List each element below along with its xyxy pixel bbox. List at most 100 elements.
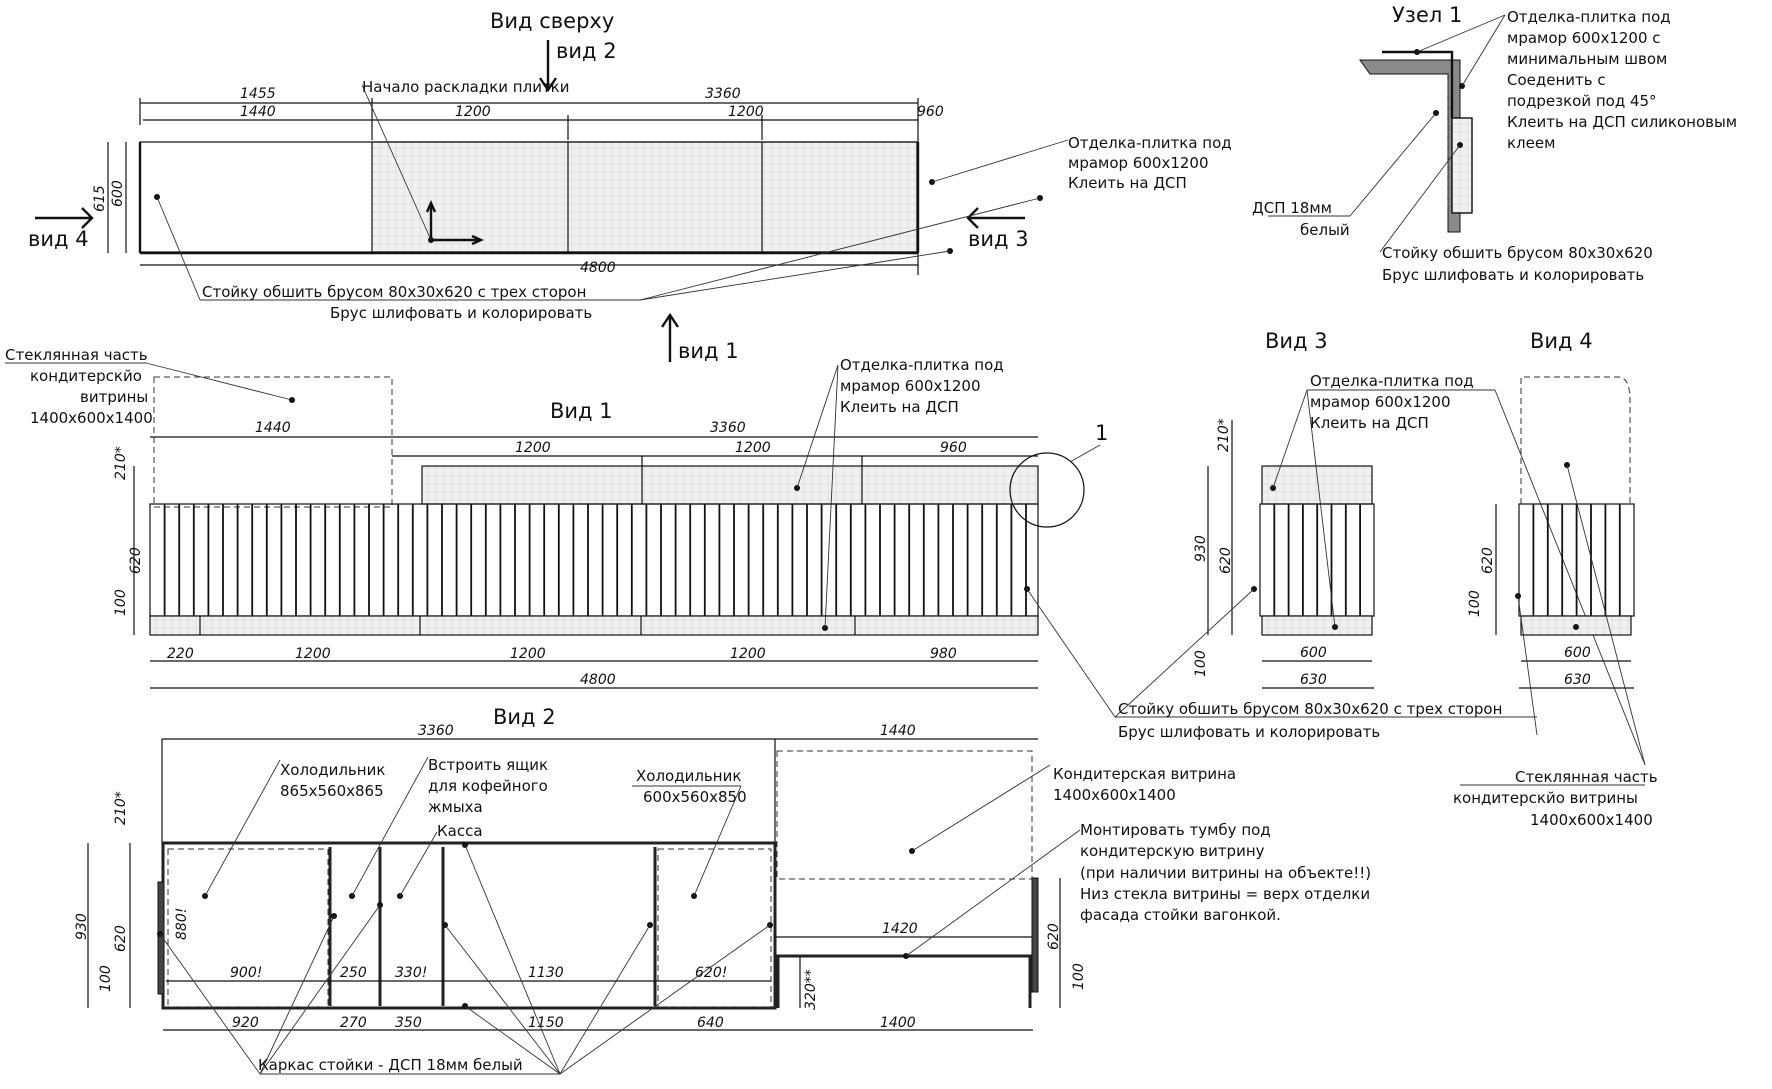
node-dsp-note-2: белый: [1300, 221, 1350, 239]
v2-dim-930: 930: [74, 913, 90, 940]
batten-note-shared: Стойку обшить брусом 80х30х620 с трех ст…: [1115, 700, 1658, 829]
v2-dim-100: 100: [98, 965, 114, 992]
v1-tile-note-1: Отделка-плитка под: [840, 356, 1004, 374]
batten-note-line1: Стойку обшить брусом 80х30х620 с трех ст…: [202, 283, 586, 301]
v4-dim-620: 620: [1480, 547, 1496, 574]
v2-dim-880: 880!: [174, 908, 190, 940]
glass-left-note-4: 1400х600х1400: [30, 409, 153, 427]
view1-arrowhead-icon: [661, 312, 679, 328]
view2-arrow-label: вид 2: [556, 39, 617, 63]
v3-dim-630: 630: [1300, 672, 1327, 688]
v2-dim-1420: 1420: [882, 921, 918, 937]
mount-note-2: кондитерскую витрину: [1080, 842, 1265, 860]
v2-dim-210: 210*: [113, 791, 129, 825]
view-2: Вид 2 3360 1440 900! 250 330! 1130 620! …: [74, 705, 1371, 1075]
view-1: Вид 1 Стеклянная часть кондитерскйо витр…: [5, 346, 1116, 718]
box-note-3: жмыха: [428, 798, 483, 816]
v2-right-100: 100: [1071, 963, 1087, 990]
v2-outer-640: 640: [697, 1015, 724, 1031]
dim-1455: 1455: [240, 86, 276, 102]
dim-1200: 1200: [455, 104, 491, 120]
node-dsp-note-1: ДСП 18мм: [1252, 199, 1332, 217]
tile-start-note: Начало раскладки плитки: [362, 78, 570, 96]
view-4-title: Вид 4: [1530, 329, 1593, 353]
shared-batten-note-2: Брус шлифовать и колорировать: [1118, 723, 1380, 741]
node-1-callout-label: 1: [1095, 421, 1108, 445]
node-tile-note-1: Отделка-плитка под: [1507, 8, 1671, 26]
v3-dim-620: 620: [1218, 547, 1234, 574]
v2-dim-1400: 1400: [880, 1015, 916, 1031]
v2-outer-270: 270: [340, 1015, 367, 1031]
frame-note: Каркас стойки - ДСП 18мм белый: [258, 1056, 523, 1074]
box-note-1: Встроить ящик: [428, 756, 548, 774]
v2-dim-620: 620: [113, 925, 129, 952]
v3-dim-100: 100: [1193, 650, 1209, 677]
v2-inner-330: 330!: [395, 965, 427, 981]
mount-note-4: Низ стекла витрины = верх отделки: [1080, 885, 1370, 903]
glass-right-note-3: 1400х600х1400: [1530, 811, 1653, 829]
view2-arrowhead-icon: [539, 77, 557, 93]
v1-dim-4800: 4800: [580, 672, 616, 688]
fridge1-note-1: Холодильник: [280, 761, 385, 779]
dim-3360: 3360: [705, 86, 741, 102]
node-1-title: Узел 1: [1392, 3, 1462, 27]
box-note-2: для кофейного: [428, 777, 548, 795]
showcase-note-2: 1400х600х1400: [1053, 786, 1176, 804]
v1-dim-1200: 1200: [515, 440, 551, 456]
glass-right-note-2: кондитерскйо витрины: [1453, 789, 1638, 807]
tile-note-line1: Отделка-плитка под: [1068, 134, 1232, 152]
node-batten-note-1: Стойку обшить брусом 80х30х620: [1382, 244, 1653, 262]
v1-dim-1200: 1200: [735, 440, 771, 456]
v1-base-1200: 1200: [295, 646, 331, 662]
dim-960: 960: [917, 104, 944, 120]
dim-1200: 1200: [728, 104, 764, 120]
v4-dim-630: 630: [1564, 672, 1591, 688]
v1-dim-1440: 1440: [255, 420, 291, 436]
glass-right-note-1: Стеклянная часть: [1515, 768, 1658, 786]
v1-base-980: 980: [930, 646, 957, 662]
fridge2-note-2: 600х560х850: [643, 788, 747, 806]
v2-inner-250: 250: [340, 965, 367, 981]
v2-inner-1130: 1130: [528, 965, 564, 981]
top-view-title: Вид сверху: [490, 9, 614, 33]
v1-tile-note-3: Клеить на ДСП: [840, 398, 959, 416]
node-tile-note-4: Соеденить с: [1507, 71, 1606, 89]
node-1-callout-circle: [1009, 452, 1085, 528]
v2-right-620: 620: [1046, 923, 1062, 950]
top-view: Вид сверху вид 2 1455 1440 3360 1200 120…: [28, 9, 1232, 363]
v1-base-1200: 1200: [730, 646, 766, 662]
v1-base-220: 220: [167, 646, 194, 662]
batten-note-line2: Брус шлифовать и колорировать: [330, 304, 592, 322]
v3-dim-600: 600: [1300, 645, 1327, 661]
v1-dim-3360: 3360: [710, 420, 746, 436]
dim-4800: 4800: [580, 260, 616, 276]
view-3-title: Вид 3: [1265, 329, 1328, 353]
v1-tile-note-2: мрамор 600х1200: [840, 377, 981, 395]
v2-inner-620: 620!: [695, 965, 727, 981]
view-4: Вид 4 620 100 600 630: [1467, 329, 1646, 766]
view3-arrowhead-icon: [966, 207, 979, 229]
v3-tile-note-1: Отделка-плитка под: [1310, 372, 1474, 390]
v1-base-1200: 1200: [510, 646, 546, 662]
counter-frame: [161, 841, 777, 1010]
shared-batten-note-1: Стойку обшить брусом 80х30х620 с трех ст…: [1118, 700, 1502, 718]
node-tile-note-2: мрамор 600х1200 с: [1507, 29, 1661, 47]
node-batten-note-2: Брус шлифовать и колорировать: [1382, 266, 1644, 284]
view4-arrowhead-icon: [81, 207, 94, 229]
v1-dim-620: 620: [128, 547, 144, 574]
glass-left-note-3: витрины: [80, 388, 148, 406]
v2-outer-1150: 1150: [528, 1015, 564, 1031]
showcase-note-1: Кондитерская витрина: [1053, 765, 1236, 783]
view-2-title: Вид 2: [493, 705, 556, 729]
v1-slat-facade: [149, 503, 1039, 617]
view-1-title: Вид 1: [550, 399, 613, 423]
node-tile-note-5: подрезкой под 45°: [1507, 92, 1657, 110]
view-3: Вид 3 210* 930 620 100 600 630 Отделка-п…: [1114, 329, 1646, 766]
node-tile-note-3: минимальным швом: [1507, 50, 1667, 68]
v4-dim-600: 600: [1564, 645, 1591, 661]
v3-dim-930: 930: [1193, 535, 1209, 562]
mount-note-3: (при наличии витрины на объекте!!): [1080, 864, 1371, 882]
v2-dim-320: 320**: [803, 969, 819, 1010]
dim-615: 615: [92, 185, 108, 212]
